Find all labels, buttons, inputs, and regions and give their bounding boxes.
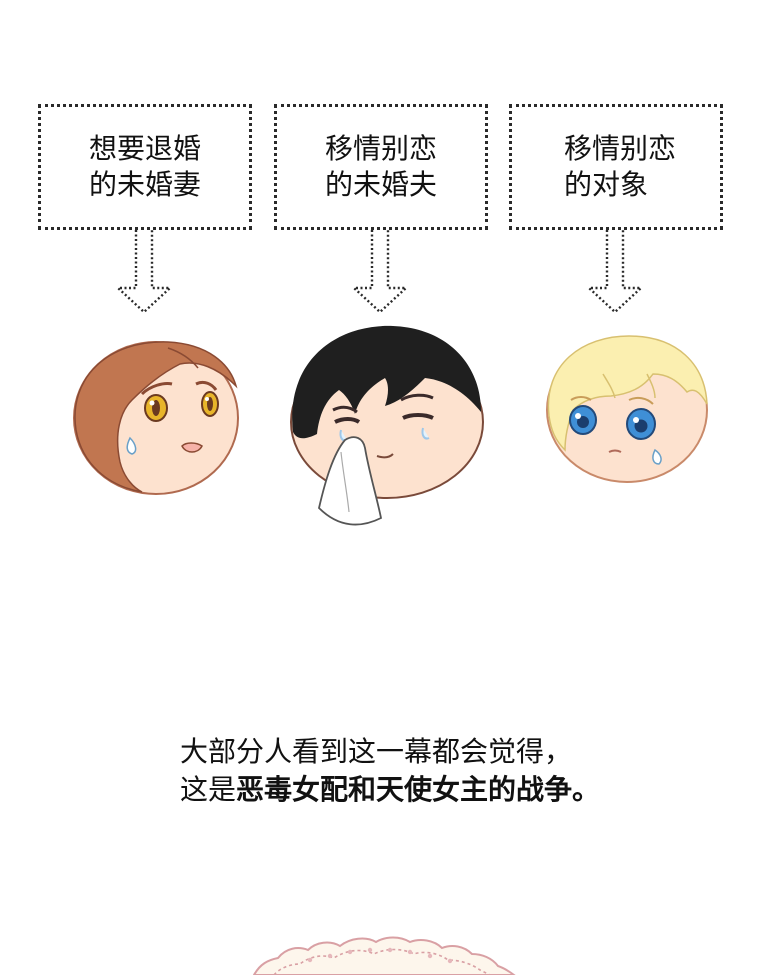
label-fiance-line2: 的未婚夫 — [325, 168, 438, 201]
caption-line-2-bold: 恶毒女配和天使女主的战争 — [236, 773, 573, 806]
fiancee-face-illustration — [73, 341, 239, 495]
lover-face-illustration — [546, 335, 708, 483]
down-arrow-icon — [114, 230, 174, 314]
caption-line-2: 这是恶毒女配和天使女主的战争。 — [180, 771, 600, 809]
label-box-fiance: 移情别恋 的未婚夫 — [274, 104, 488, 230]
fiance-face-illustration — [290, 325, 484, 526]
label-box-lover: 移情别恋 的对象 — [509, 104, 723, 230]
lace-doily-decoration — [252, 936, 516, 975]
label-lover-line2: 的对象 — [564, 168, 649, 201]
label-box-fiancee: 想要退婚 的未婚妻 — [38, 104, 252, 230]
caption-line-2-end: 。 — [572, 773, 601, 806]
narration-caption: 大部分人看到这一幕都会觉得， 这是恶毒女配和天使女主的战争。 — [180, 733, 600, 809]
caption-line-2-plain: 这是 — [180, 773, 237, 806]
down-arrow-icon — [585, 230, 645, 314]
caption-line-1: 大部分人看到这一幕都会觉得， — [180, 735, 573, 768]
down-arrow-icon — [350, 230, 410, 314]
label-fiancee-line2: 的未婚妻 — [89, 168, 202, 201]
label-lover-line1: 移情别恋 — [564, 132, 677, 165]
label-fiancee-line1: 想要退婚 — [89, 132, 202, 165]
label-fiance-line1: 移情别恋 — [325, 132, 438, 165]
